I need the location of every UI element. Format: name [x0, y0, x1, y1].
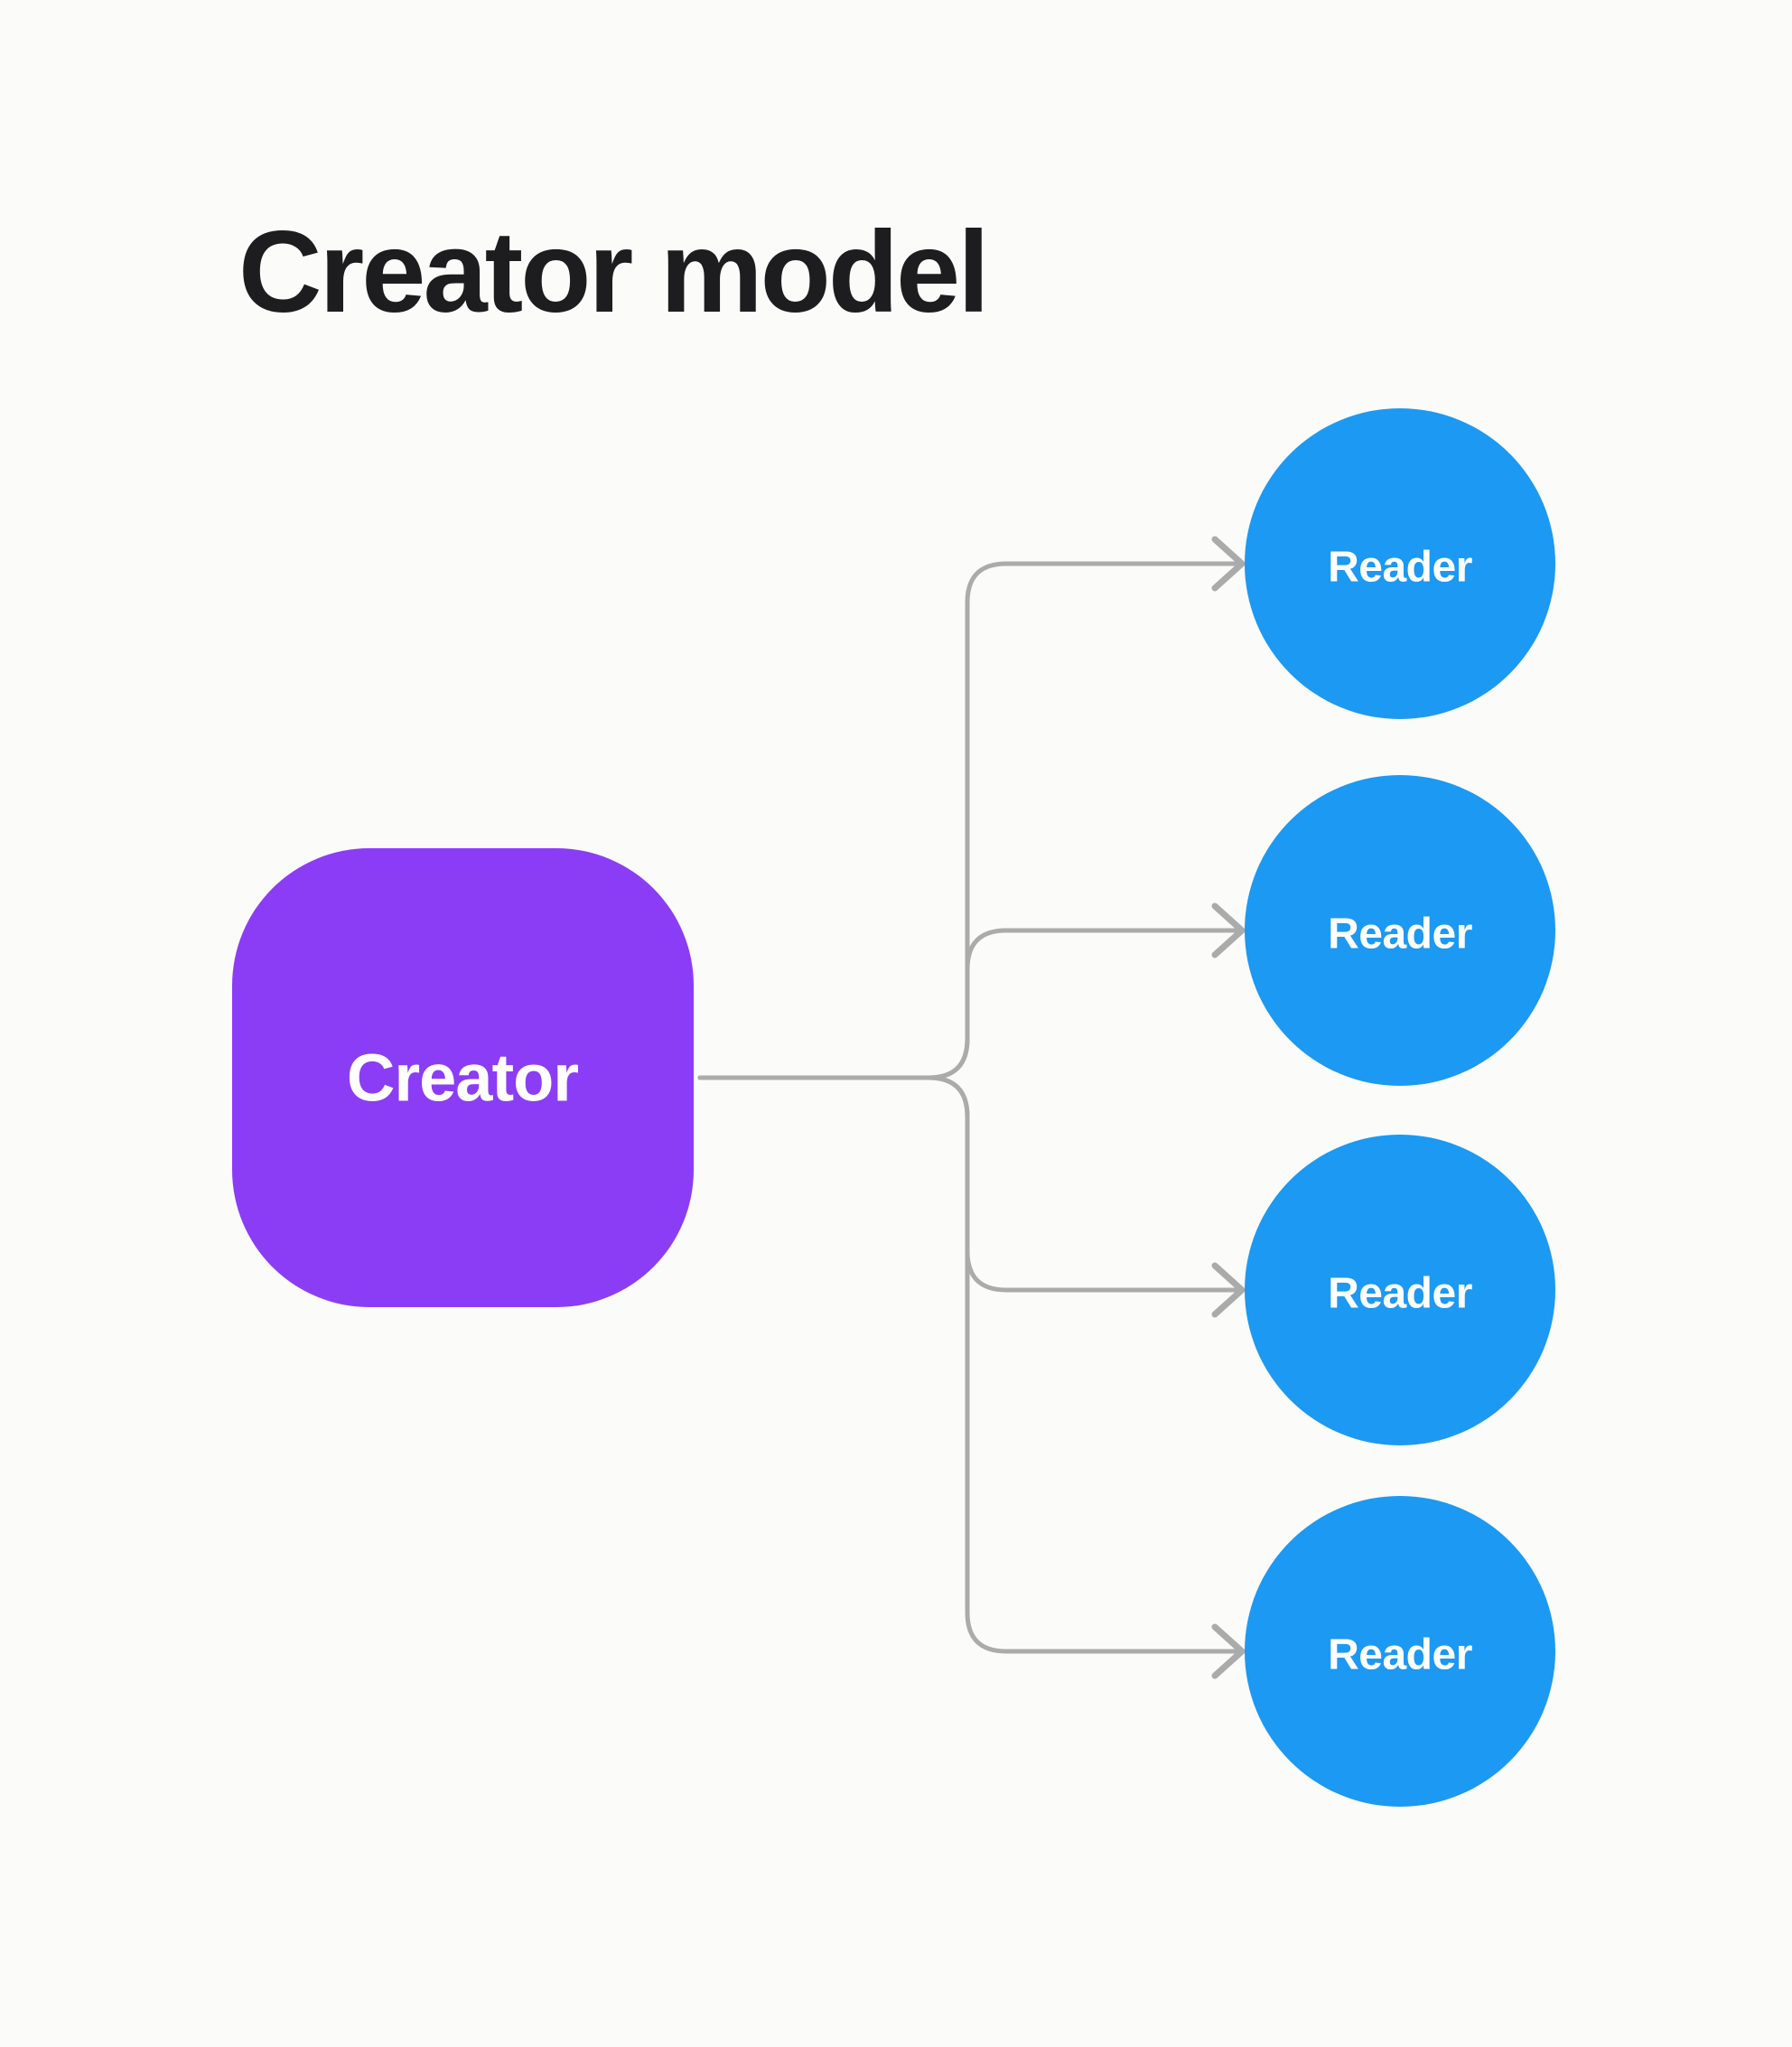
reader-label: Reader — [1328, 911, 1472, 958]
reader-label: Reader — [1328, 1270, 1472, 1318]
reader-node-shape — [1245, 1135, 1555, 1445]
reader-node: Reader — [1245, 408, 1555, 719]
page-title: Creator model — [238, 208, 990, 337]
reader-label: Reader — [1328, 544, 1472, 592]
reader-node: Reader — [1245, 1496, 1555, 1807]
reader-node-shape — [1245, 1496, 1555, 1807]
creator-node: Creator — [232, 848, 694, 1307]
reader-node-shape — [1245, 408, 1555, 719]
arrowhead-icon — [1211, 1262, 1246, 1318]
connector-to-reader-4 — [697, 1075, 1238, 1654]
arrowhead-icon — [1211, 1623, 1246, 1679]
arrowheads — [1211, 536, 1246, 1679]
reader-label: Reader — [1328, 1631, 1472, 1679]
creator-node-shape — [232, 848, 694, 1307]
arrowhead-icon — [1211, 536, 1246, 592]
connector-to-reader-2 — [697, 928, 1238, 1080]
creator-label: Creator — [347, 1041, 578, 1116]
connector-lines — [697, 561, 1238, 1654]
arrowhead-icon — [1211, 902, 1246, 958]
reader-node-shape — [1245, 775, 1555, 1086]
reader-node: Reader — [1245, 1135, 1555, 1445]
reader-node: Reader — [1245, 775, 1555, 1086]
